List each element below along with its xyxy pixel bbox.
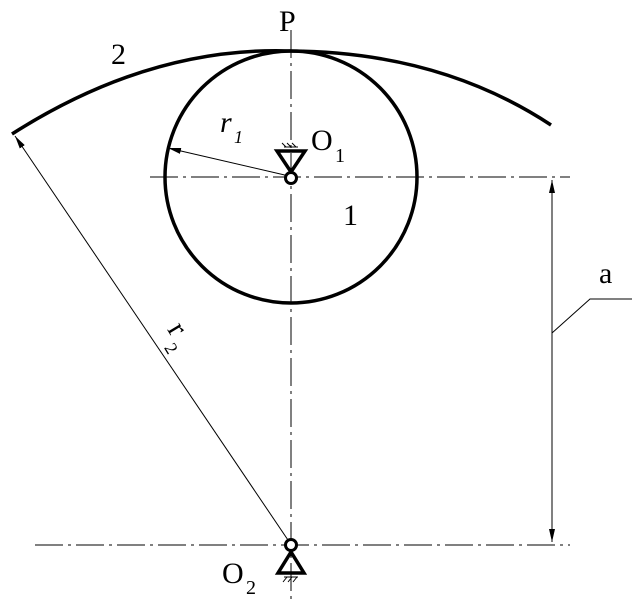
label-o1-sub: 1 [335,145,345,167]
label-gear-1: 1 [343,199,358,232]
label-p: P [279,5,296,38]
radius-1-arrow [167,147,290,177]
label-r1: r 1 [220,106,243,147]
label-r2-main: r [161,316,194,342]
support-o2 [274,538,308,583]
label-r1-sub: 1 [234,127,243,147]
label-distance-a: a [599,257,612,290]
gear-2-arc [11,48,552,136]
label-r2-sub: 2 [160,339,182,357]
label-o1: O 1 [311,124,345,167]
label-o2-main: O [222,557,244,590]
label-o1-main: O [311,124,333,157]
radius-2-arrow [14,135,291,544]
distance-leader-line [551,298,632,334]
label-o2-sub: 2 [246,577,256,599]
support-o1 [273,142,309,185]
label-gear-2: 2 [111,38,126,71]
label-o2: O 2 [222,557,256,599]
label-r1-main: r [220,106,232,139]
